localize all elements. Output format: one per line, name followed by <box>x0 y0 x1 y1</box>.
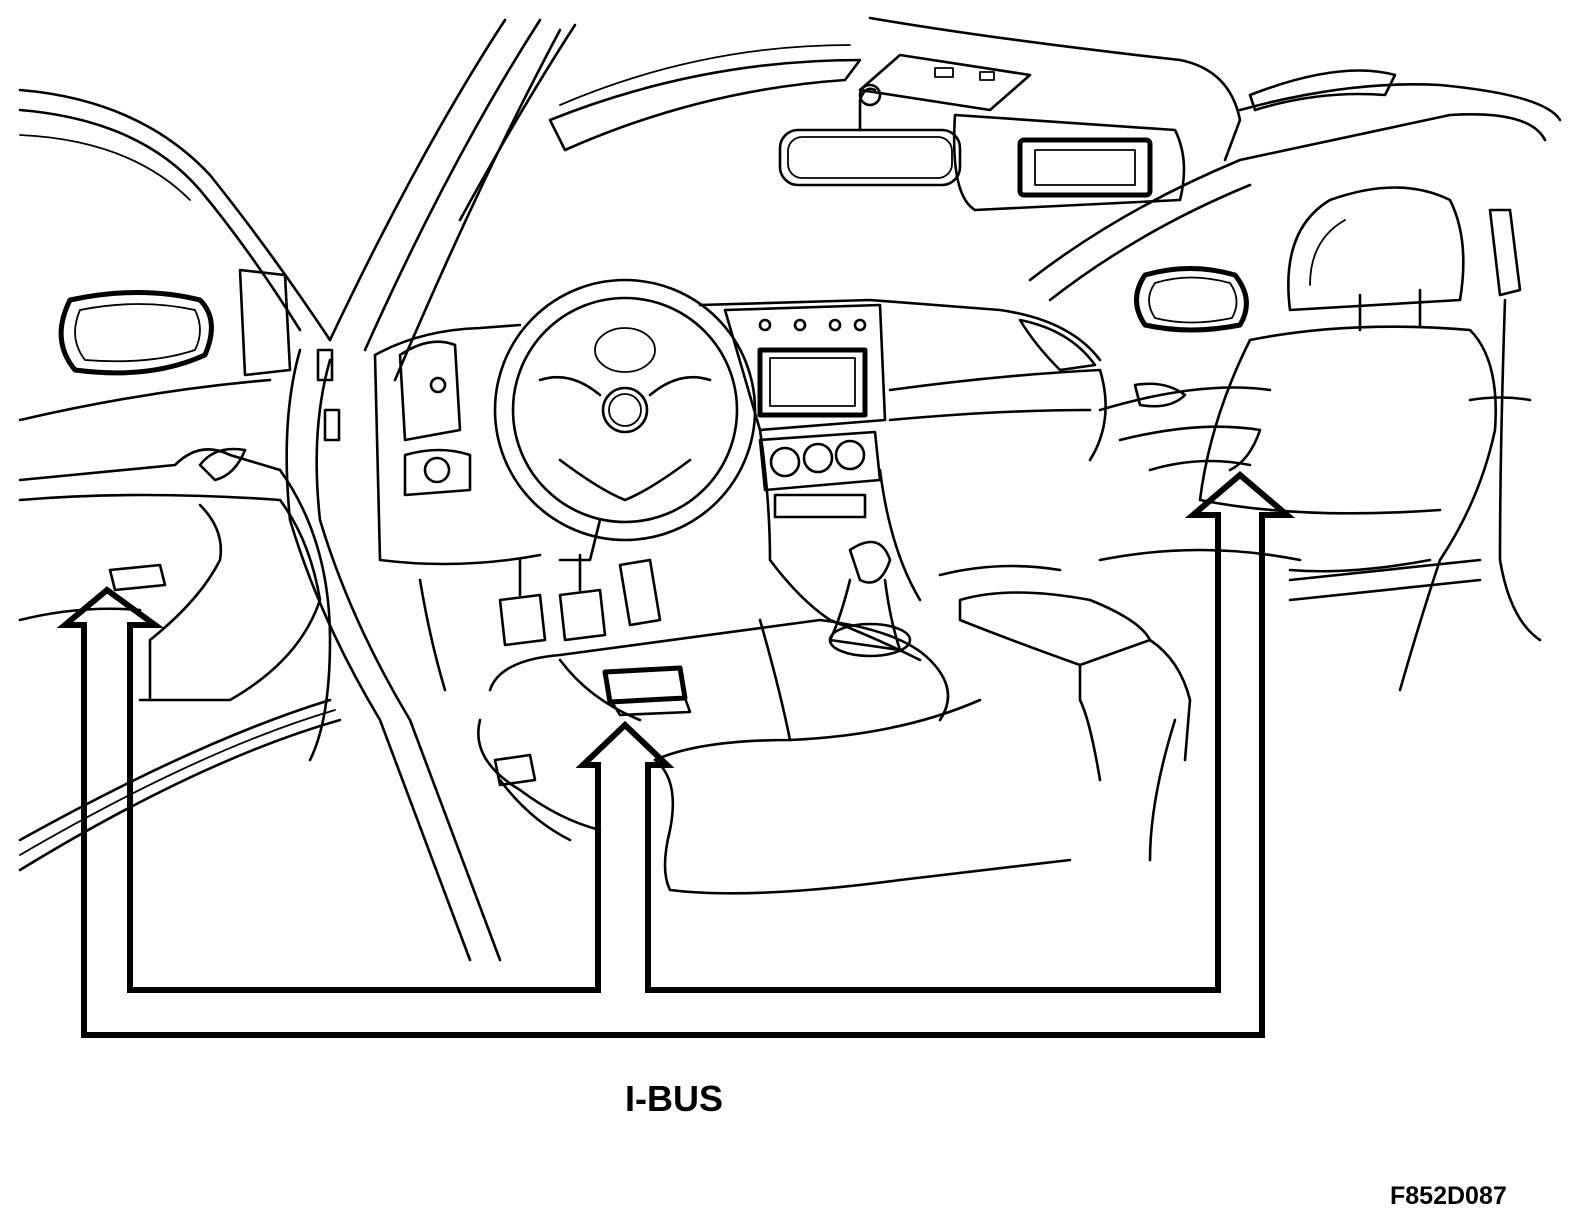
driver-seat <box>477 618 1072 895</box>
center-console <box>758 428 922 662</box>
a-pillar <box>328 18 577 382</box>
rear-view-mirror <box>778 83 962 187</box>
steering-wheel <box>493 278 757 562</box>
right-door <box>1028 113 1547 642</box>
sun-visor <box>952 113 1186 212</box>
door-frame <box>285 348 502 962</box>
passenger-seat <box>1098 186 1497 862</box>
left-side-mirror <box>58 268 292 377</box>
figure-id: F852D087 <box>1390 1182 1507 1210</box>
center-stack <box>723 303 887 519</box>
left-door <box>18 88 342 872</box>
pedals <box>418 553 662 692</box>
dashboard <box>373 298 1187 566</box>
i-bus-arrows <box>56 471 1296 1038</box>
overhead-console <box>858 53 1032 112</box>
roof-headliner <box>548 16 1562 162</box>
armrest <box>938 564 1192 782</box>
i-bus-label: I-BUS <box>625 1078 723 1119</box>
